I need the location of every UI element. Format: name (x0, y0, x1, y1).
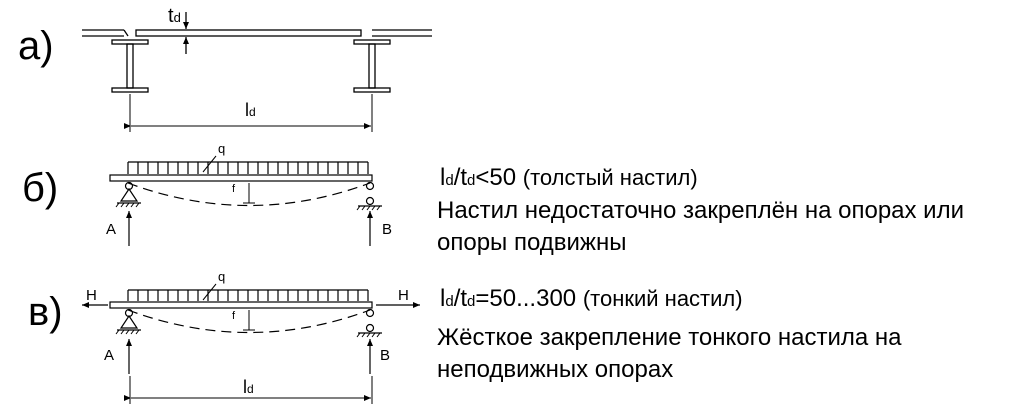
part-v-label: в) (28, 290, 63, 334)
deflection-label-v: f (232, 310, 236, 322)
part-v-drawing (82, 283, 420, 404)
force-h-left-label: H (86, 287, 97, 304)
distributed-load-b (127, 162, 369, 174)
deck-plate-left-break (123, 29, 129, 37)
part-b-label: б) (22, 166, 59, 210)
desc-b-line1: Настил недостаточно закреплён на опорах … (437, 197, 964, 224)
deck-plate-main (135, 29, 362, 37)
ratio-b: ld/td<50 (толстый настил) (440, 164, 698, 191)
support-left-v (115, 308, 141, 335)
desc-v-line1: Жёсткое закрепление тонкого настила на (437, 324, 902, 351)
deflection-curve-v (127, 309, 371, 334)
part-a-drawing (82, 12, 432, 132)
part-b-drawing (109, 155, 382, 246)
support-a-label-b: A (106, 221, 117, 238)
deck-plate-right (372, 29, 432, 37)
type-note-b: (толстый настил) (522, 165, 698, 190)
desc-b-line2: опоры подвижны (437, 229, 627, 256)
support-right-v (356, 308, 382, 338)
deflection-curve-b (127, 182, 371, 207)
support-b-label-b: B (382, 221, 393, 238)
load-label-v: q (218, 269, 226, 284)
support-right-b (356, 181, 382, 211)
support-left-b (115, 181, 141, 208)
beam-b (109, 174, 373, 182)
beam-v (109, 301, 373, 309)
span-label-a: ld (245, 100, 256, 120)
support-a-label-v: A (104, 347, 115, 364)
load-label-b: q (218, 141, 226, 156)
ratio-v: ld/td=50...300 (тонкий настил) (440, 285, 743, 312)
force-h-right-label: H (398, 287, 409, 304)
span-label-v: ld (243, 377, 254, 397)
type-note-v: (тонкий настил) (582, 286, 743, 311)
thickness-label: td (168, 5, 181, 27)
right-i-beam (353, 39, 391, 93)
part-a-label: а) (18, 24, 54, 68)
deck-plate-left (82, 29, 124, 37)
desc-v-line2: неподвижных опорах (437, 356, 674, 383)
left-i-beam (111, 39, 149, 93)
deflection-label-b: f (232, 183, 236, 195)
support-b-label-v: B (380, 347, 391, 364)
distributed-load-v (127, 290, 369, 301)
